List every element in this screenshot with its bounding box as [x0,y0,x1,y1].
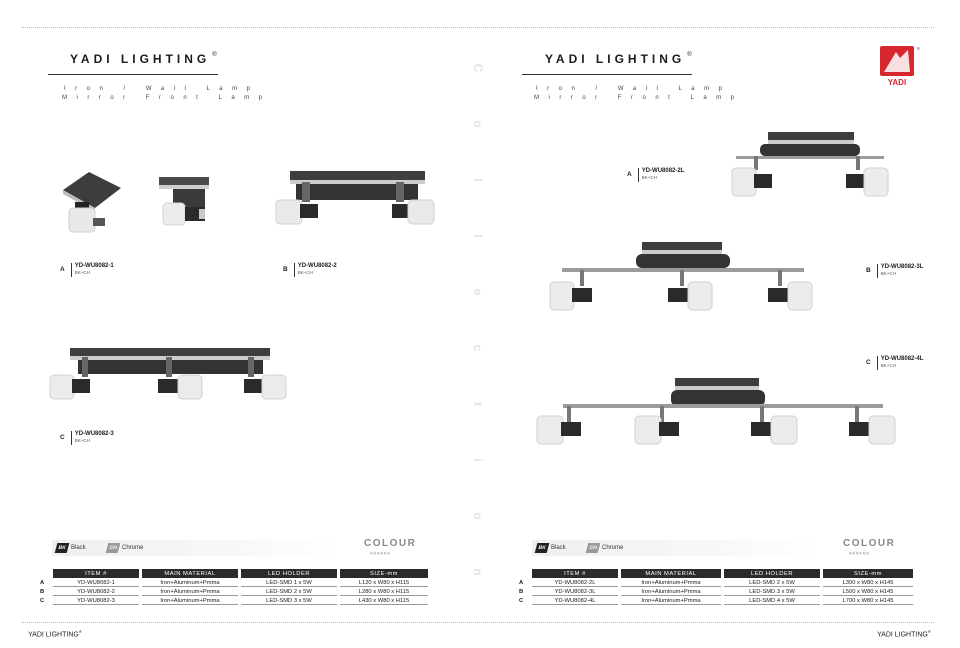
col-size: SIZE-mm [823,569,913,578]
top-dotted-rule [22,27,934,28]
chrome-swatch-label: Chrome [122,545,144,551]
product-image-wu8082-2 [275,171,435,225]
left-colour-title: COLOUR [364,538,417,549]
single-lamp-a-angled [63,172,121,233]
product-image-wu8082-1-front [159,177,209,226]
right-colour-arrows: <<<<<< [849,551,870,557]
product-image-wu8082-1 [63,172,121,233]
right-colour-title: COLOUR [843,538,896,549]
chrome-swatch-label: Chrome [602,545,624,551]
spine-letter: o [471,120,485,128]
left-colour-strip: BK Black CH Chrome [52,540,337,556]
left-colour-arrows: <<<<<< [370,551,391,557]
spine-letter: n [471,568,485,576]
black-swatch-label: Black [71,545,86,551]
right-brand-rule [522,74,692,75]
left-brand-rule [48,74,218,75]
right-footer: YADI LIGHTING® [877,629,931,639]
col-holder: LED HOLDER [241,569,337,578]
right-brand-title: YADI LIGHTING® [545,52,692,66]
right-subtitle: Iron / Wall Lamp Mirror Front Lamp [534,86,744,101]
product-image-wu8082-2l [731,132,889,197]
left-brand-title: YADI LIGHTING® [70,52,217,66]
spine-letter: e [471,288,485,296]
right-spec-table: ITEM # MAIN MATERIAL LED HOLDER SIZE-mm … [514,568,916,606]
svg-text:®: ® [917,46,920,51]
product-image-wu8082-4l [536,378,896,445]
left-subtitle: Iron / Wall Lamp Mirror Front Lamp [62,86,272,101]
col-item: ITEM # [532,569,618,578]
svg-text:YADI: YADI [888,78,906,87]
col-item: ITEM # [53,569,139,578]
col-size: SIZE-mm [340,569,428,578]
spine-letter: C [471,63,485,73]
black-swatch-label: Black [551,545,566,551]
product-image-wu8082-3l [549,242,813,311]
spine-letter: i [471,458,485,462]
left-footer: YADI LIGHTING® [28,629,82,639]
col-holder: LED HOLDER [724,569,820,578]
spine-letter: o [471,512,485,520]
yadi-logo: YADI ® [880,46,920,87]
spine-letter: c [471,344,485,352]
col-material: MAIN MATERIAL [142,569,238,578]
spine-letter: t [471,402,485,406]
spine-letter: l [471,234,485,238]
right-colour-strip: BK Black CH Chrome [532,540,817,556]
col-material: MAIN MATERIAL [621,569,721,578]
bottom-dotted-rule [22,622,934,623]
spine-letter: l [471,178,485,182]
product-image-wu8082-3 [49,348,287,400]
left-spec-table: ITEM # MAIN MATERIAL LED HOLDER SIZE-mm … [35,568,431,606]
